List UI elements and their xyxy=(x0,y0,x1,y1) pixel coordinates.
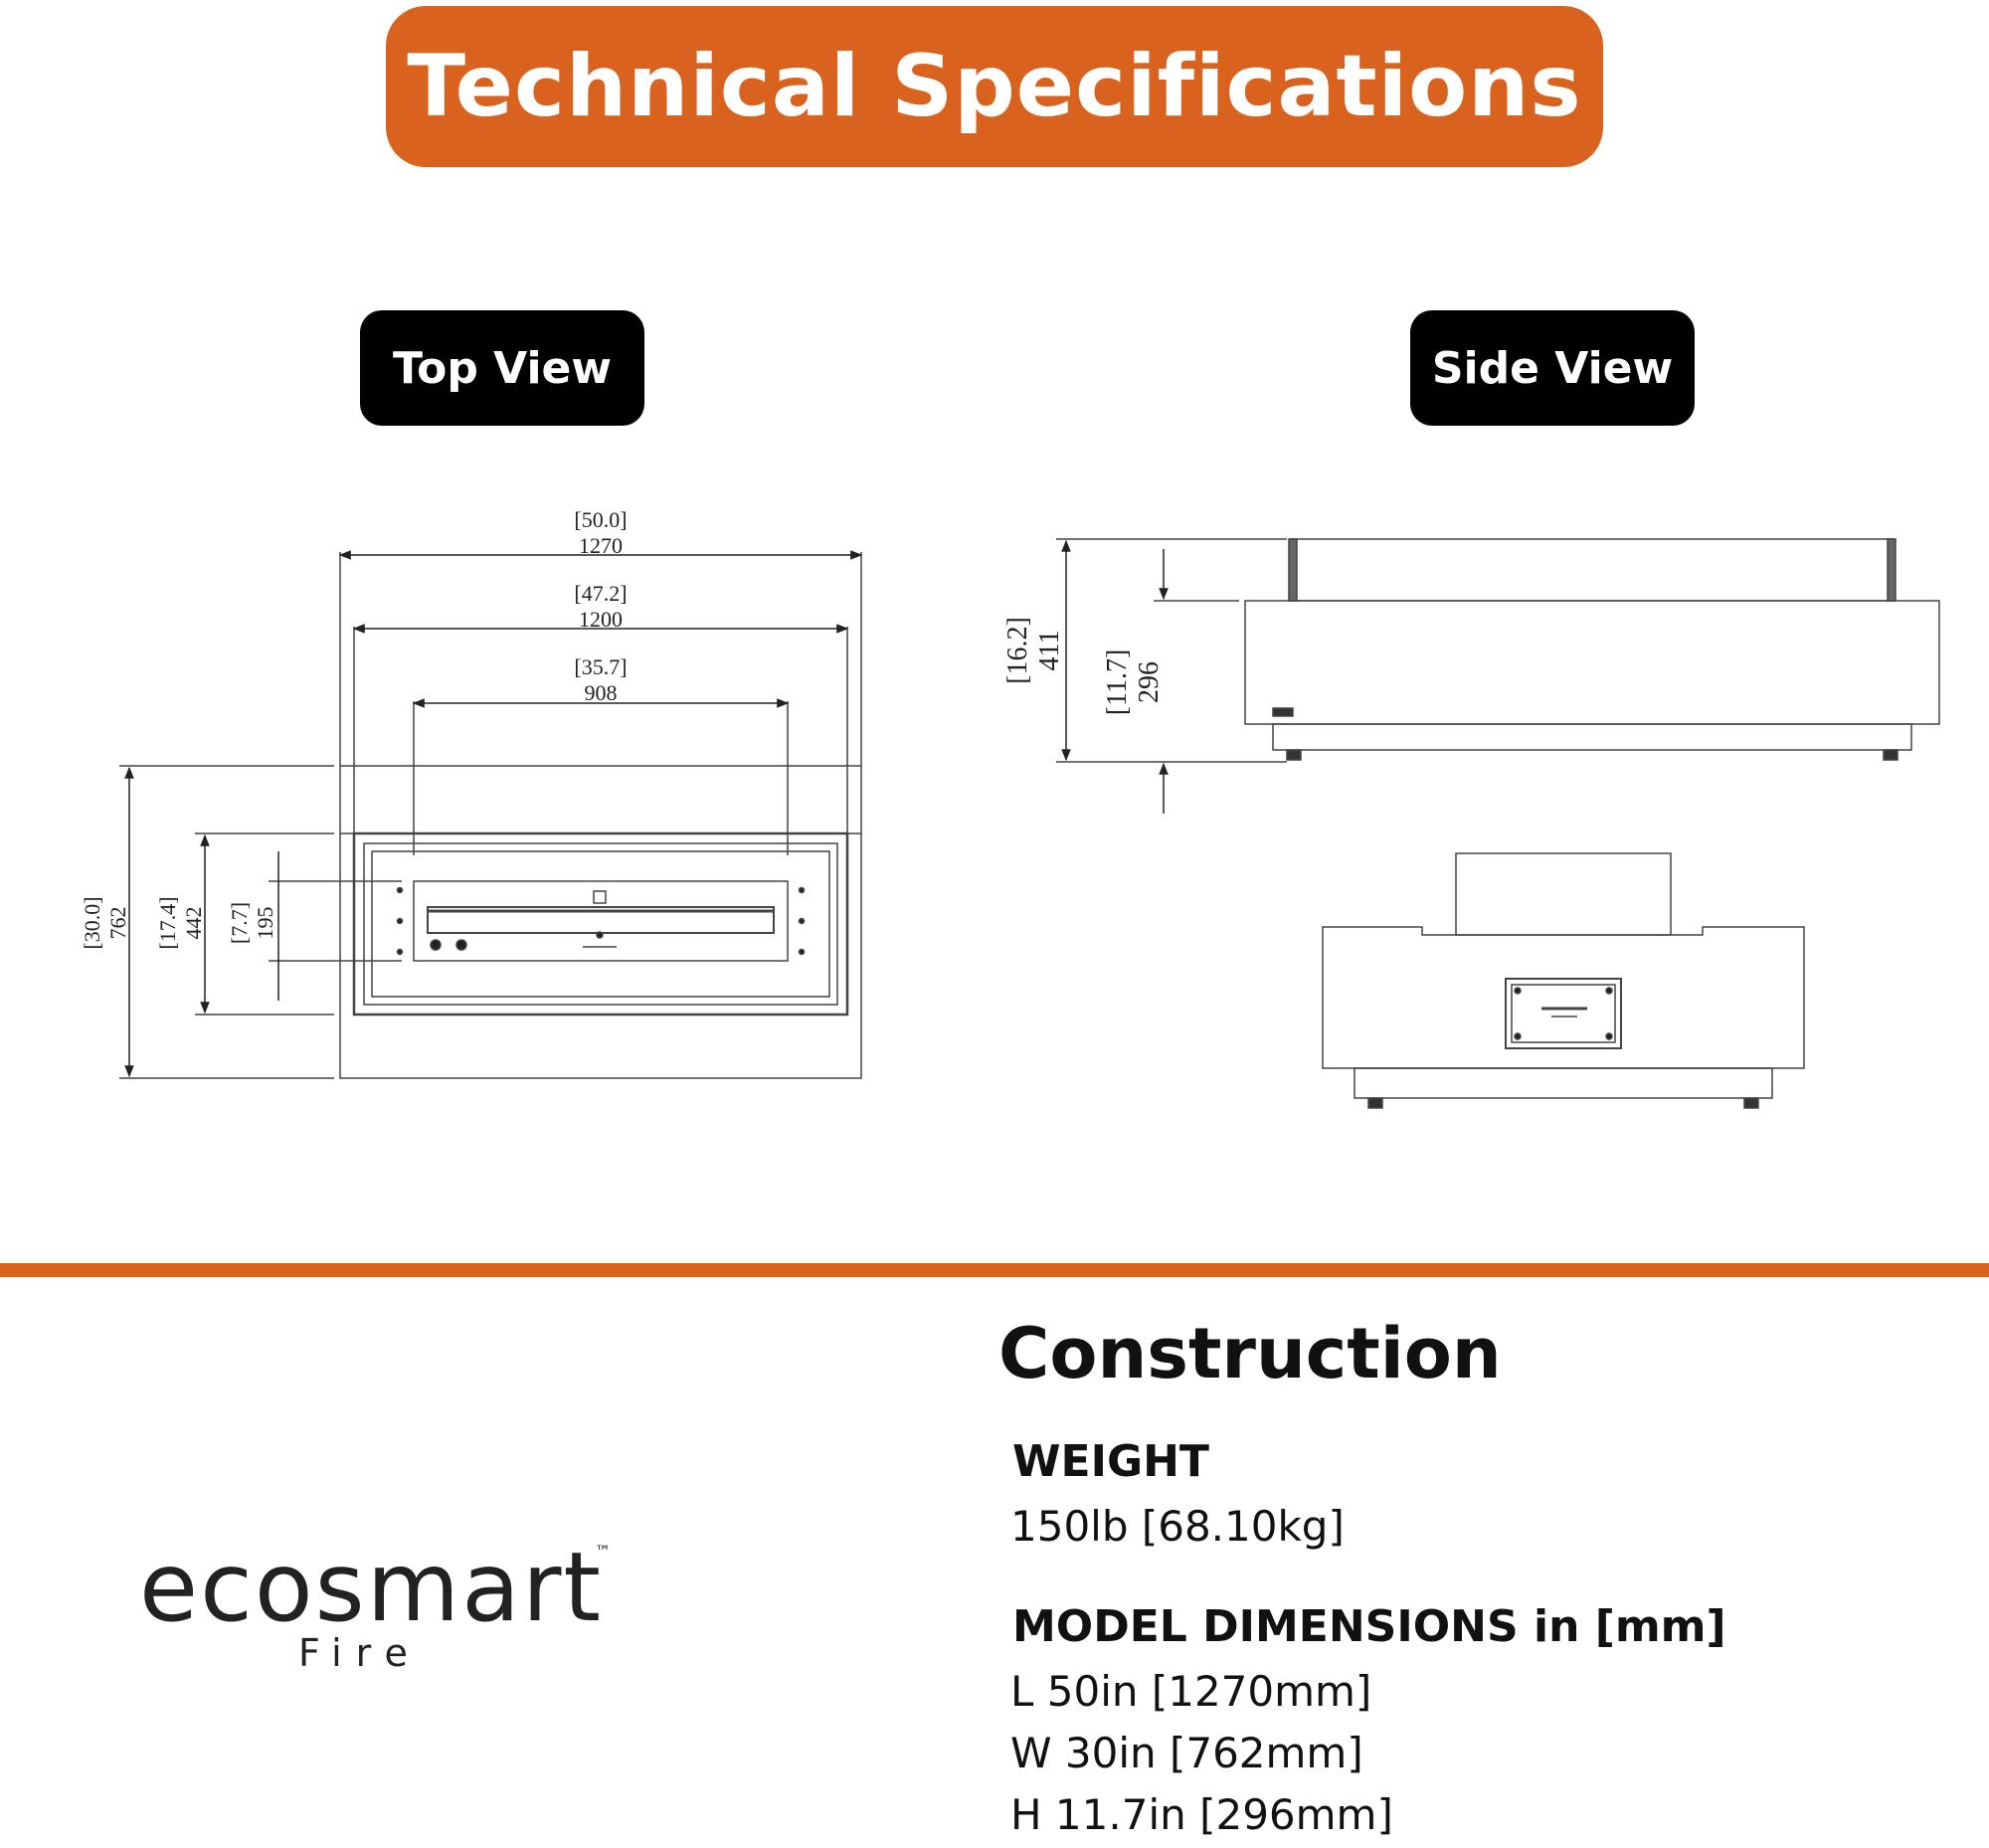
top-view-label-text: Top View xyxy=(392,342,613,394)
top-view-label: Top View xyxy=(360,310,644,426)
top-view-dimension-labels: [50.0] 1270 [47.2] 1200 [35.7] 908 [30.0… xyxy=(80,507,628,950)
dim-burner-mm: 908 xyxy=(585,680,618,705)
brand-logo: ecosmart ™ Fire xyxy=(139,1532,636,1691)
brand-name: ecosmart xyxy=(139,1532,604,1643)
page-title: Technical Specifications xyxy=(407,37,1582,136)
dim-length-mm: 1270 xyxy=(579,533,623,558)
dim-inner-in: [47.2] xyxy=(574,581,627,606)
weight-label: WEIGHT xyxy=(1012,1436,1209,1487)
dim-inner-width-in: [17.4] xyxy=(155,896,180,949)
top-view-drawing xyxy=(119,550,863,1079)
technical-drawing: [50.0] 1270 [47.2] 1200 [35.7] 908 [30.0… xyxy=(80,507,1940,1109)
dimension-width: W 30in [762mm] xyxy=(1010,1729,1363,1777)
dim-width-mm: 762 xyxy=(105,907,130,940)
construction-heading: Construction xyxy=(998,1313,1502,1394)
side-view-dimension-labels: [16.2] 411 [11.7] 296 xyxy=(1002,617,1165,715)
dimensions-label: MODEL DIMENSIONS in [mm] xyxy=(1012,1601,1726,1652)
side-view-end-drawing xyxy=(1322,852,1805,1109)
dim-burner-in: [35.7] xyxy=(574,654,627,679)
construction-section: Construction WEIGHT 150lb [68.10kg] MODE… xyxy=(998,1313,1953,1839)
dim-burner-width-in: [7.7] xyxy=(227,902,252,944)
dim-body-height-in: [11.7] xyxy=(1102,649,1133,716)
dimension-length: L 50in [1270mm] xyxy=(1010,1667,1372,1716)
dim-inner-width-mm: 442 xyxy=(181,907,206,940)
side-view-label: Side View xyxy=(1410,310,1695,426)
section-divider xyxy=(0,1263,1989,1277)
dim-burner-width-mm: 195 xyxy=(253,907,277,940)
dim-length-in: [50.0] xyxy=(574,507,627,532)
dim-inner-mm: 1200 xyxy=(579,607,623,632)
brand-tm: ™ xyxy=(595,1542,611,1561)
dim-total-height-in: [16.2] xyxy=(1002,617,1033,684)
brand-sub: Fire xyxy=(298,1631,422,1675)
dim-total-height-mm: 411 xyxy=(1034,631,1065,671)
title-banner: Technical Specifications xyxy=(386,6,1603,167)
dimension-height: H 11.7in [296mm] xyxy=(1010,1790,1393,1839)
dim-body-height-mm: 296 xyxy=(1134,661,1165,703)
side-view-front-drawing xyxy=(1056,538,1940,814)
dim-width-in: [30.0] xyxy=(80,896,104,949)
side-view-label-text: Side View xyxy=(1431,342,1674,394)
weight-value: 150lb [68.10kg] xyxy=(1010,1502,1345,1551)
